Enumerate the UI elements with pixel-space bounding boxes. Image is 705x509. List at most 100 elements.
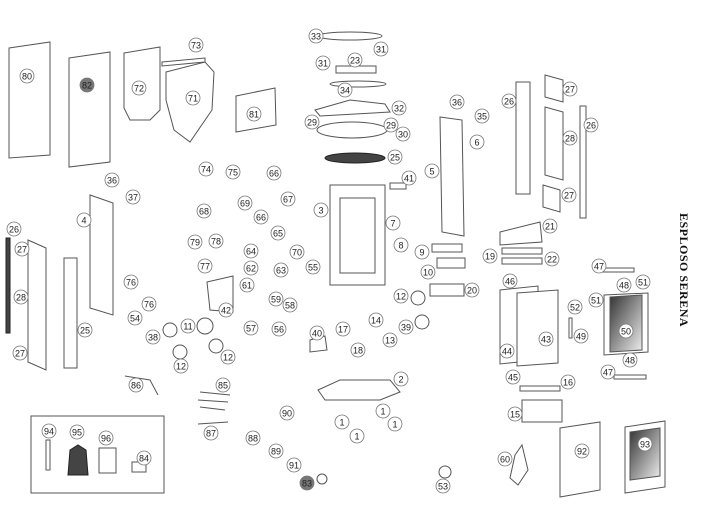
callout-circle: [398, 319, 414, 335]
callout-number: 59: [271, 295, 281, 305]
callout-18: 18: [350, 342, 366, 358]
ashpan-20: [429, 283, 465, 297]
gasket-12-a: [172, 344, 188, 360]
callout-number: 48: [619, 281, 629, 291]
callout-number: 61: [242, 281, 252, 291]
callout-circle: [279, 405, 295, 421]
callout-number: 1: [339, 418, 344, 428]
callout-circle: [501, 93, 517, 109]
callout-number: 76: [126, 278, 136, 288]
drawer-10: [436, 257, 466, 269]
callout-54: 54: [127, 310, 143, 326]
callout-36: 36: [104, 172, 120, 188]
callout-49: 49: [573, 328, 589, 344]
callout-number: 3: [318, 206, 323, 216]
callout-63: 63: [273, 262, 289, 278]
callout-31: 31: [315, 55, 331, 71]
callout-circle: [560, 374, 576, 390]
callout-circle: [215, 377, 231, 393]
glass-93: [629, 427, 661, 481]
callout-circle: [243, 320, 259, 336]
callout-16: 16: [560, 374, 576, 390]
callout-circle: [591, 258, 607, 274]
callout-number: 6: [474, 138, 479, 148]
callout-25: 25: [77, 322, 93, 338]
callout-circle: [77, 322, 93, 338]
callout-27: 27: [14, 241, 30, 257]
top-34: [329, 80, 387, 88]
callout-46: 46: [502, 273, 518, 289]
callout-number: 81: [249, 110, 259, 120]
callout-number: 85: [218, 381, 228, 391]
callout-circle: [350, 342, 366, 358]
callout-number: 66: [269, 169, 279, 179]
callout-circle: [76, 212, 92, 228]
callout-number: 65: [273, 229, 283, 239]
door-43: [516, 289, 559, 367]
callout-circle: [243, 243, 259, 259]
callout-circle: [387, 416, 403, 432]
callout-50: 50: [618, 323, 634, 339]
callout-circle: [567, 299, 583, 315]
callout-circle: [79, 77, 95, 93]
callout-circle: [385, 215, 401, 231]
fan-38: [162, 322, 178, 338]
callout-76: 76: [141, 296, 157, 312]
callout-number: 7: [390, 219, 395, 229]
callout-circle: [542, 218, 558, 234]
callout-number: 31: [318, 59, 328, 69]
callout-28: 28: [13, 289, 29, 305]
callout-number: 47: [594, 262, 604, 272]
callout-circle: [197, 258, 213, 274]
callout-25: 25: [387, 149, 403, 165]
callout-26: 26: [583, 117, 599, 133]
callout-number: 57: [246, 324, 256, 334]
callout-circle: [544, 251, 560, 267]
callout-number: 28: [565, 134, 575, 144]
callout-43: 43: [538, 331, 554, 347]
callout-65: 65: [270, 225, 286, 241]
callout-number: 75: [228, 168, 238, 178]
callout-circle: [6, 221, 22, 237]
callout-circle: [420, 264, 436, 280]
callout-82: 82: [79, 77, 95, 93]
callout-circle: [218, 302, 234, 318]
callout-circle: [387, 149, 403, 165]
callout-circle: [268, 443, 284, 459]
callout-51: 51: [635, 274, 651, 290]
callout-number: 29: [307, 118, 317, 128]
callout-number: 52: [570, 303, 580, 313]
callout-circle: [180, 318, 196, 334]
callout-number: 27: [17, 245, 27, 255]
callout-number: 80: [22, 72, 32, 82]
callout-number: 77: [200, 262, 210, 272]
callout-number: 56: [274, 325, 284, 335]
callout-circle: [562, 130, 578, 146]
part-19: [501, 247, 543, 255]
callout-number: 83: [302, 479, 312, 489]
callout-62: 62: [243, 260, 259, 276]
callout-30: 30: [395, 126, 411, 142]
callout-68: 68: [196, 203, 212, 219]
callout-number: 84: [139, 454, 149, 464]
callout-circle: [347, 52, 363, 68]
callout-number: 18: [353, 346, 363, 356]
callout-number: 35: [477, 112, 487, 122]
callout-number: 93: [640, 440, 650, 450]
diagram-title: ESPLOSO SERENA: [677, 213, 691, 328]
callout-number: 48: [625, 356, 635, 366]
callout-94: 94: [41, 423, 57, 439]
callout-number: 1: [392, 420, 397, 430]
callout-48: 48: [616, 277, 632, 293]
callout-circle: [383, 117, 399, 133]
callout-number: 64: [246, 247, 256, 257]
callout-89: 89: [268, 443, 284, 459]
callout-number: 27: [564, 191, 574, 201]
callout-circle: [622, 352, 638, 368]
callout-number: 49: [576, 332, 586, 342]
callout-number: 55: [308, 263, 318, 273]
callout-5: 5: [424, 163, 440, 179]
tile-27-top: [544, 74, 564, 103]
callout-number: 14: [371, 316, 381, 326]
grid-73: [161, 57, 206, 67]
